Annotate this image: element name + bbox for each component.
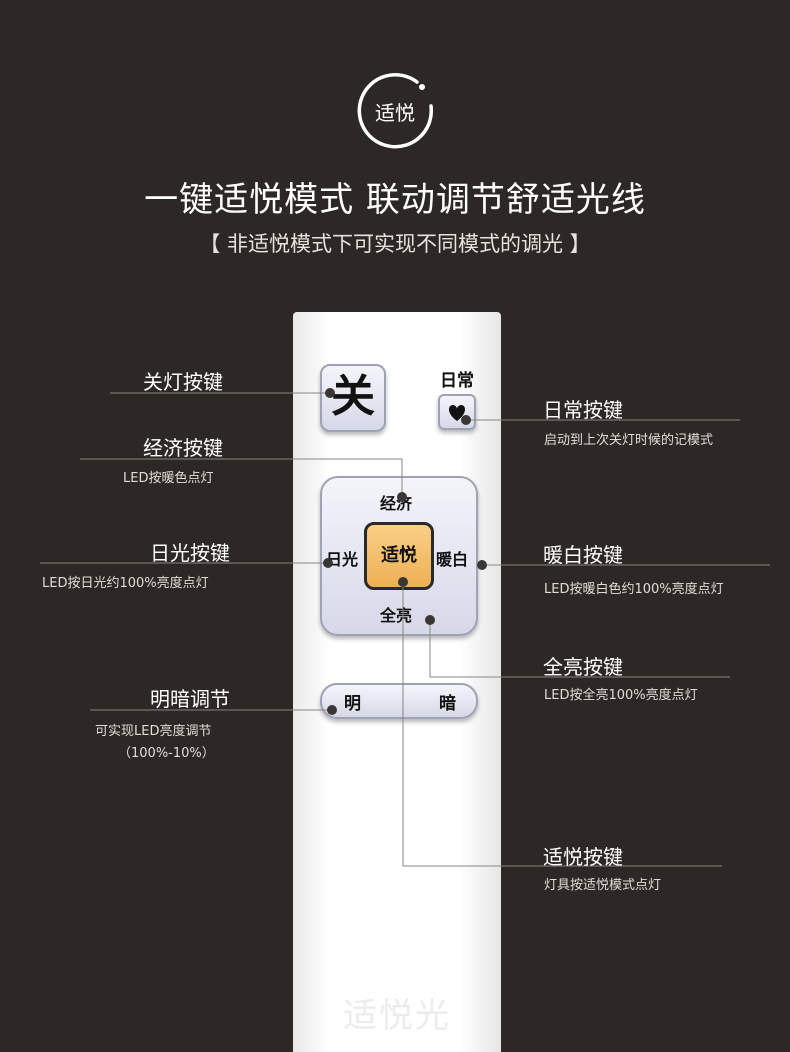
warm-white-button[interactable]: 暖白 <box>436 550 469 569</box>
callout-daily-title: 日常按键 <box>543 398 623 422</box>
page-subtitle: 【 非适悦模式下可实现不同模式的调光 】 <box>199 232 591 256</box>
daily-label: 日常 <box>440 371 474 391</box>
callout-eco-desc: LED按暖色点灯 <box>123 471 214 486</box>
remote-control <box>293 312 501 1052</box>
callout-dim-range: （100%-10%） <box>118 746 215 761</box>
callout-full-title: 全亮按键 <box>543 655 623 679</box>
callout-full-desc: LED按全亮100%亮度点灯 <box>544 688 698 703</box>
callout-sun-title: 日光按键 <box>150 541 230 565</box>
comfort-button[interactable]: 适悦 <box>364 522 434 590</box>
daylight-button[interactable]: 日光 <box>326 550 359 569</box>
page-title: 一键适悦模式 联动调节舒适光线 <box>144 180 646 220</box>
full-bright-button[interactable]: 全亮 <box>380 606 413 625</box>
callout-daily-desc: 启动到上次关灯时候的记模式 <box>544 433 714 448</box>
heart-icon <box>448 405 466 421</box>
callout-warm-title: 暖白按键 <box>543 543 623 567</box>
daily-button[interactable] <box>438 394 476 430</box>
off-button[interactable]: 关 <box>320 364 386 432</box>
callout-eco-title: 经济按键 <box>143 436 223 460</box>
brighter-button[interactable]: 明 <box>344 694 361 714</box>
callout-dim-title: 明暗调节 <box>150 687 230 711</box>
callout-dim-desc: 可实现LED亮度调节 <box>95 724 212 739</box>
callout-sun-desc: LED按日光约100%亮度点灯 <box>42 576 209 591</box>
callout-warm-desc: LED按暖白色约100%亮度点灯 <box>544 582 724 597</box>
dimmer-bar: 明 暗 <box>320 683 478 719</box>
logo-text: 适悦 <box>375 101 415 125</box>
darker-button[interactable]: 暗 <box>439 694 456 714</box>
callout-comfort-desc: 灯具按适悦模式点灯 <box>544 878 662 893</box>
remote-brand: 适悦光 <box>343 996 451 1036</box>
callout-comfort-title: 适悦按键 <box>543 845 623 869</box>
callout-off-title: 关灯按键 <box>143 370 223 394</box>
logo-ring-icon <box>357 73 434 149</box>
